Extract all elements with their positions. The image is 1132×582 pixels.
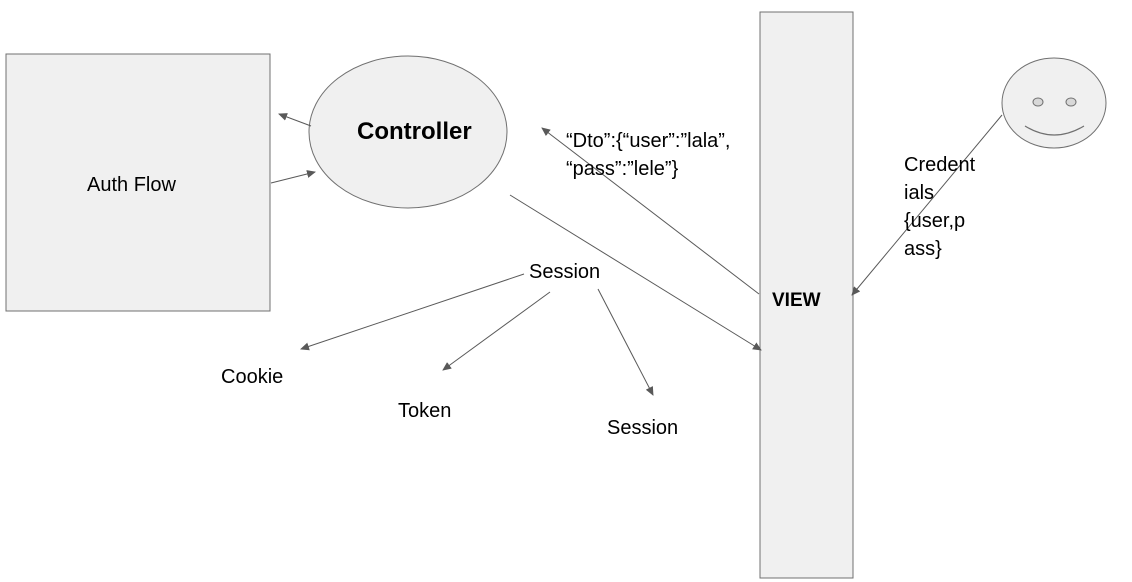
smiley-face-icon xyxy=(1001,57,1107,149)
arrow-session-to-session xyxy=(597,288,654,396)
arrow-view-to-controller xyxy=(541,127,760,295)
view-box[interactable] xyxy=(759,11,854,579)
smiley-mouth xyxy=(1024,125,1085,136)
dto-label-line2: “pass”:”lele”} xyxy=(566,158,679,180)
arrow-controller-to-authflow xyxy=(278,113,312,127)
arrow-session-to-token xyxy=(442,291,551,371)
credentials-label: Credent ials {user,p ass} xyxy=(904,154,976,260)
session-child-label: Session xyxy=(607,417,679,439)
arrow-user-to-view xyxy=(851,114,1003,296)
user-smiley[interactable] xyxy=(1001,57,1107,149)
dto-label-line1: “Dto”:{“user”:”lala”, xyxy=(566,130,731,152)
controller-ellipse[interactable] xyxy=(308,55,508,209)
smiley-left-eye xyxy=(1032,97,1044,107)
token-label: Token xyxy=(398,400,452,422)
arrow-session-to-cookie xyxy=(300,273,525,351)
smiley-right-eye xyxy=(1065,97,1077,107)
arrow-authflow-to-controller xyxy=(270,170,316,184)
cookie-label: Cookie xyxy=(221,366,284,388)
controller-label: Controller xyxy=(357,118,472,145)
arrow-controller-to-view xyxy=(509,194,762,351)
auth-flow-label: Auth Flow xyxy=(87,174,176,196)
view-label: VIEW xyxy=(772,290,821,311)
session-root-label: Session xyxy=(529,261,601,283)
auth-flow-box[interactable] xyxy=(5,53,271,312)
